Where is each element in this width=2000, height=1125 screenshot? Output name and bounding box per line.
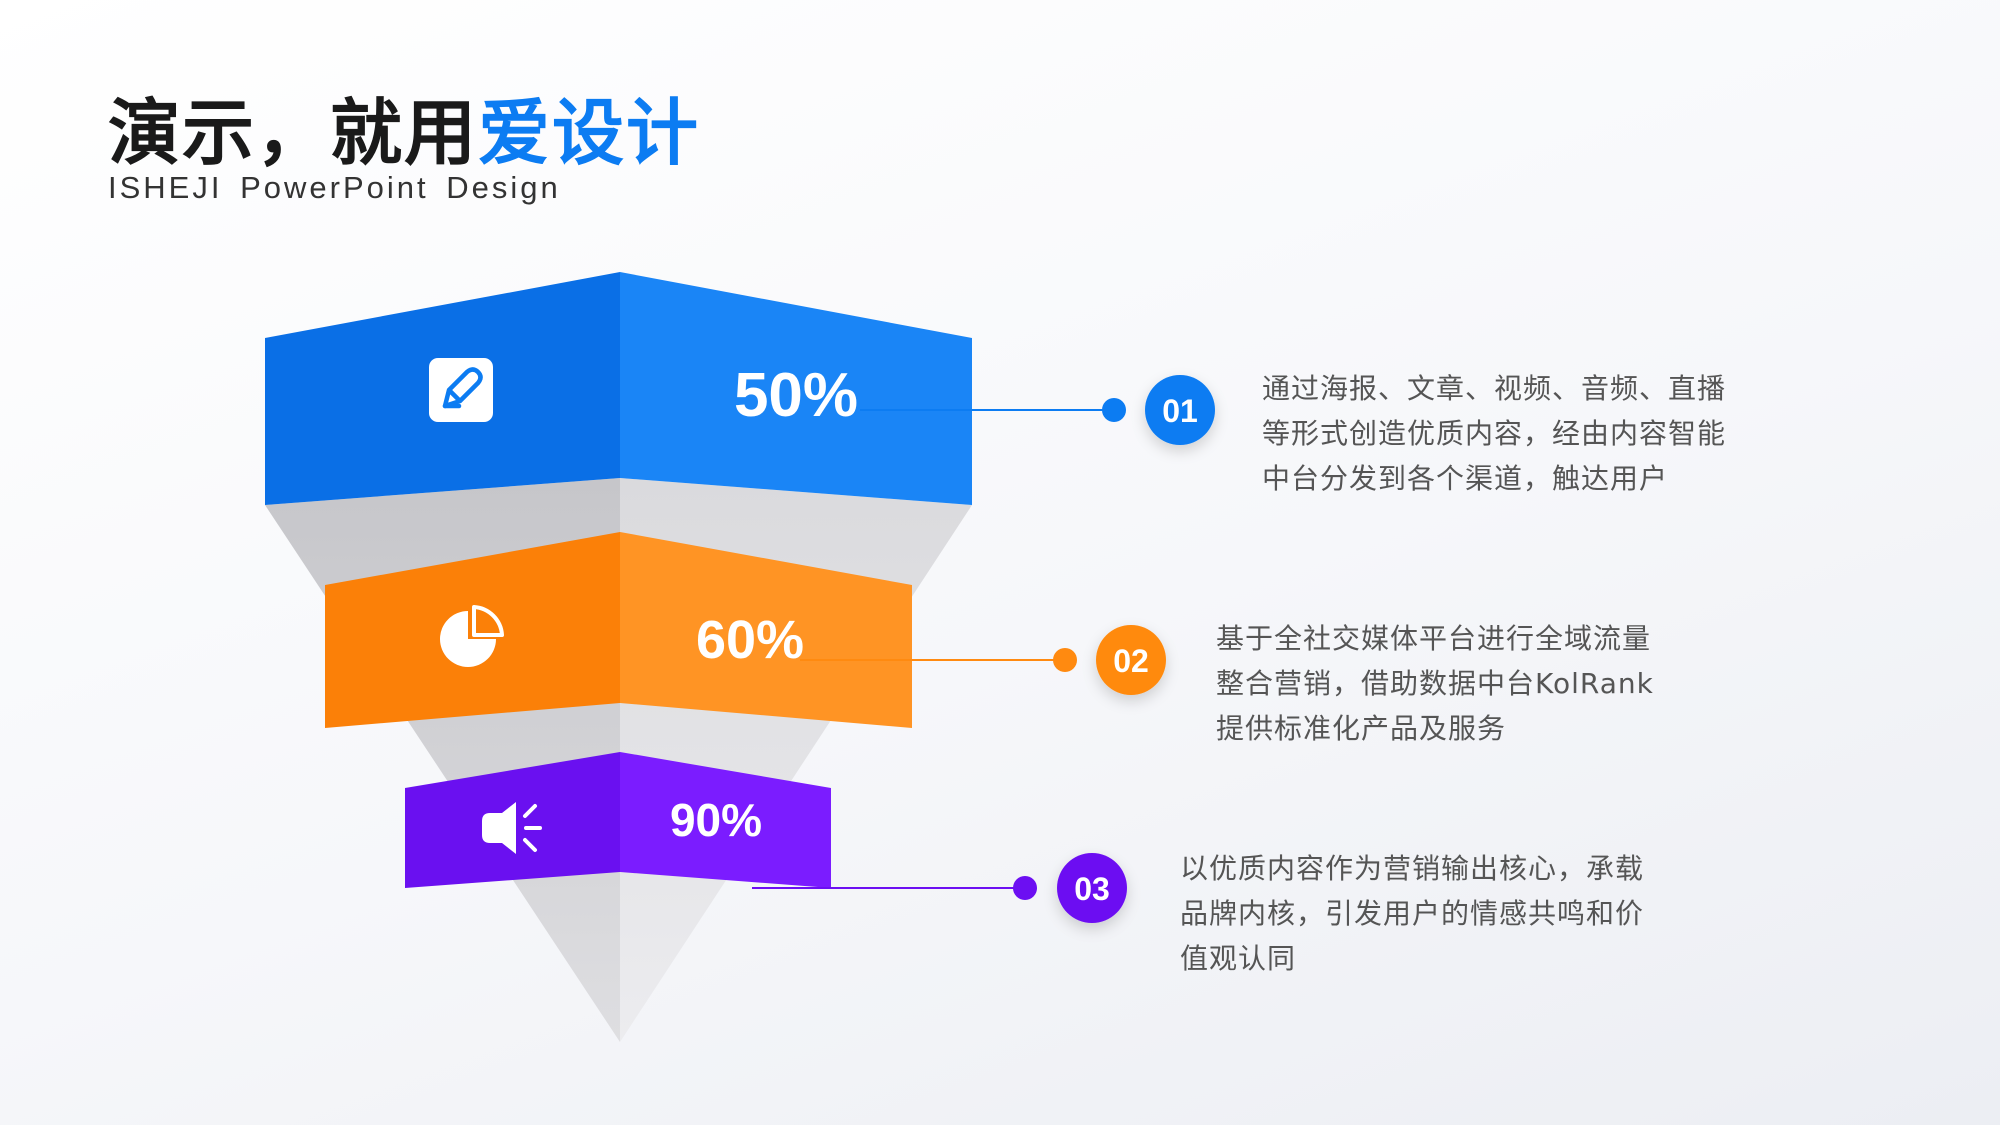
description-2: 基于全社交媒体平台进行全域流量 整合营销，借助数据中台KolRank 提供标准化… — [1216, 616, 1696, 751]
badge-number-2: 02 — [1113, 643, 1149, 679]
funnel-level-3: 90% — [405, 752, 831, 888]
description-1-line-1: 通过海报、文章、视频、音频、直播 — [1262, 372, 1727, 405]
funnel-level-1: 50% — [265, 272, 972, 505]
pie-chart-icon — [440, 605, 504, 667]
description-3-line-3: 值观认同 — [1180, 942, 1297, 975]
connector-dot-1 — [1102, 398, 1126, 422]
connector-dot-3 — [1013, 876, 1037, 900]
description-2-line-3: 提供标准化产品及服务 — [1216, 712, 1507, 745]
title-main: 演示，就用 — [108, 91, 479, 175]
page-title: 演示，就用爱设计 — [108, 88, 700, 178]
percent-label-3: 90% — [670, 794, 762, 846]
page-subtitle: ISHEJI PowerPoint Design — [108, 170, 561, 205]
description-2-line-1: 基于全社交媒体平台进行全域流量 — [1216, 622, 1652, 655]
badge-circle-2 — [1096, 625, 1166, 695]
band-3-right-face — [620, 752, 831, 888]
badge-circle-3 — [1057, 853, 1127, 923]
description-3-line-1: 以优质内容作为营销输出核心，承载 — [1180, 852, 1645, 885]
description-3: 以优质内容作为营销输出核心，承载 品牌内核，引发用户的情感共鸣和价 值观认同 — [1180, 846, 1660, 981]
band-1-right-face — [620, 272, 972, 505]
speaker-icon — [482, 802, 542, 854]
title-highlight: 爱设计 — [478, 91, 701, 175]
description-1: 通过海报、文章、视频、音频、直播 等形式创造优质内容，经由内容智能 中台分发到各… — [1262, 366, 1742, 501]
badge-circle-1 — [1145, 375, 1215, 445]
description-2-line-2: 整合营销，借助数据中台KolRank — [1216, 667, 1654, 700]
funnel-level-2: 60% — [325, 532, 912, 728]
description-1-line-2: 等形式创造优质内容，经由内容智能 — [1262, 417, 1727, 450]
description-3-line-2: 品牌内核，引发用户的情感共鸣和价 — [1180, 897, 1645, 930]
percent-label-2: 60% — [696, 610, 804, 670]
band-2-right-face — [620, 532, 912, 728]
percent-label-1: 50% — [734, 361, 858, 430]
connector-dot-2 — [1053, 648, 1077, 672]
description-1-line-3: 中台分发到各个渠道，触达用户 — [1262, 462, 1669, 495]
edit-icon — [429, 358, 493, 422]
badge-number-1: 01 — [1162, 393, 1198, 429]
badge-number-3: 03 — [1074, 871, 1110, 907]
